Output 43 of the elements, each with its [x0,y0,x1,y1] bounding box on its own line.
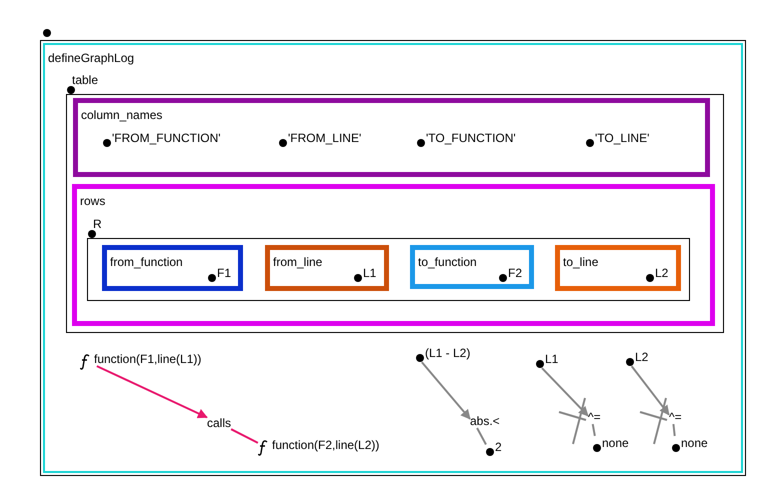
connector-line [230,428,258,444]
connector-line [476,428,487,445]
field-box [410,245,534,289]
arrow [541,367,589,417]
node-label: ^= [588,410,601,424]
value-label: F1 [217,266,232,280]
node-label: 'FROM_FUNCTION' [112,131,221,145]
value-label: F2 [508,266,522,280]
node-label: 2 [495,440,502,454]
node-label: L2 [635,350,648,364]
value-label: L1 [363,266,376,280]
value-label: L2 [655,266,668,280]
node-label: (L1 - L2) [425,346,470,360]
node-label: calls [207,416,232,430]
node-label: 'FROM_LINE' [288,131,362,145]
list-box [72,184,715,326]
node-label: abs.< [470,414,500,428]
function-label: function(F1,line(L1)) [94,352,202,366]
arrow [630,366,670,416]
field-box [265,245,389,291]
field-box [555,245,681,291]
box-title: from_function [110,255,183,269]
connector-line [672,424,676,436]
box-title: to_function [418,255,477,269]
arrow [96,365,208,418]
box-title: R [93,217,102,231]
node-label: 'TO_LINE' [595,131,650,145]
box-title: to_line [563,255,598,269]
box-title: column_names [81,108,162,122]
node-label: none [681,436,708,450]
node-label: 'TO_FUNCTION' [426,131,516,145]
box-title: defineGraphLog [48,51,134,65]
node-label: ^= [669,410,682,424]
list-box [73,98,710,177]
connector-line [592,424,596,436]
node-label: L1 [545,352,558,366]
function-label: function(F2,line(L2)) [272,438,380,452]
box-title: table [72,73,98,87]
node-label: none [602,436,629,450]
box-title: from_line [273,255,322,269]
box-title: rows [80,194,106,208]
field-box [102,245,243,291]
arrow [421,362,471,420]
